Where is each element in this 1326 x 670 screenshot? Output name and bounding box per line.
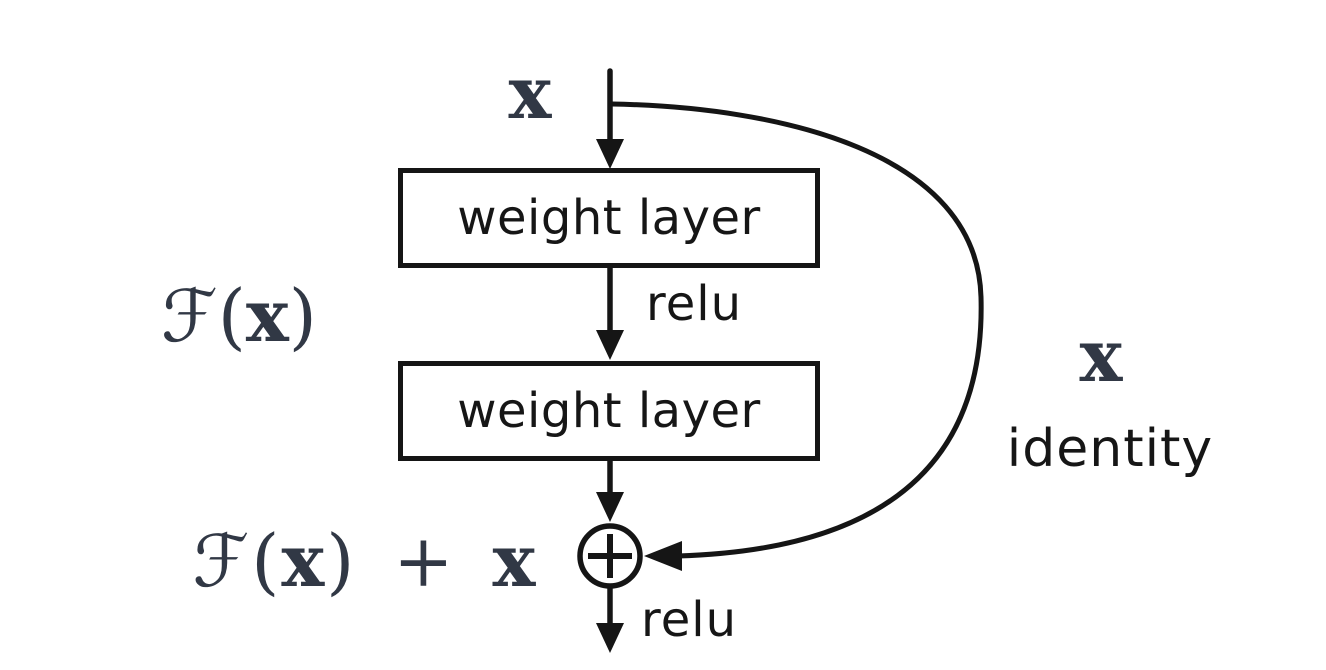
sum-arg2: x <box>492 518 538 603</box>
relu-label-out: relu <box>641 592 737 648</box>
sum-arg: x <box>281 518 327 603</box>
sum-label: ℱ(x) + x <box>193 525 538 598</box>
relu-label-mid: relu <box>646 276 742 332</box>
add-input-arrowhead-icon <box>596 492 624 522</box>
weight-layer-box-2: weight layer <box>398 361 820 461</box>
fx-post: ) <box>288 274 317 358</box>
mid-arrowhead-icon <box>596 330 624 360</box>
skip-x-label: x <box>1079 313 1123 398</box>
identity-label: identity <box>1006 419 1214 479</box>
input-x-label: x <box>508 50 552 135</box>
fx-pre: ℱ( <box>161 274 246 358</box>
output-arrowhead-icon <box>596 623 624 653</box>
weight-layer-box-1: weight layer <box>398 168 820 268</box>
weight-layer-label-1: weight layer <box>457 190 761 246</box>
input-arrowhead-icon <box>596 139 624 169</box>
fx-label: ℱ(x) <box>161 280 317 353</box>
fx-arg: x <box>245 273 289 358</box>
weight-layer-label-2: weight layer <box>457 383 761 439</box>
skip-connection-curve <box>611 101 984 559</box>
plus-icon <box>588 534 632 578</box>
sum-post: ) + <box>326 519 493 603</box>
sum-pre: ℱ( <box>192 519 282 603</box>
skip-arrowhead-icon <box>644 541 682 571</box>
